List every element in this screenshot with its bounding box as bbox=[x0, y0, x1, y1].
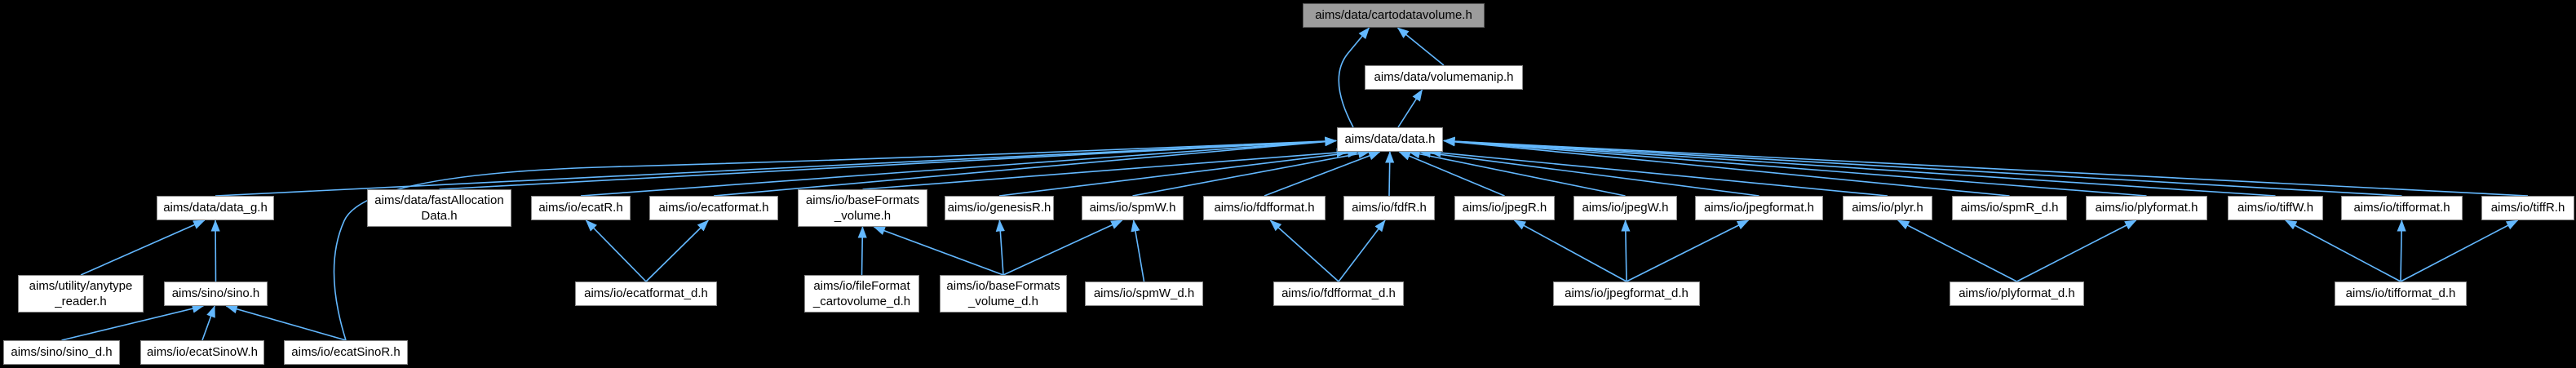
graph-node-jpegformat_d[interactable]: aims/io/jpegformat_d.h bbox=[1553, 282, 1700, 306]
graph-node-tifformat_d[interactable]: aims/io/tifformat_d.h bbox=[2335, 282, 2467, 306]
edge-ecatformat_d-to-ecatR bbox=[585, 219, 647, 282]
graph-node-fileformat_cartovolume_d[interactable]: aims/io/fileFormat _cartovolume_d.h bbox=[804, 275, 919, 313]
graph-node-sino_d[interactable]: aims/sino/sino_d.h bbox=[3, 340, 120, 365]
graph-node-plyformat_d[interactable]: aims/io/plyformat_d.h bbox=[1950, 282, 2084, 306]
graph-node-sino[interactable]: aims/sino/sino.h bbox=[164, 282, 268, 306]
graph-node-jpegW[interactable]: aims/io/jpegW.h bbox=[1573, 196, 1677, 220]
graph-node-fastalloc[interactable]: aims/data/fastAllocation Data.h bbox=[367, 189, 511, 227]
edge-data_h-to-volumemanip bbox=[1397, 89, 1423, 128]
edge-ecatSinoW-to-sino bbox=[201, 305, 215, 341]
edge-fdfformat-to-data_h bbox=[1264, 151, 1381, 197]
edge-tifformat_d-to-tiffR bbox=[2400, 219, 2519, 282]
edge-spmW_d-to-spmW bbox=[1131, 219, 1145, 282]
edge-tiffW-to-data_h bbox=[1443, 136, 2276, 197]
graph-node-genesisR[interactable]: aims/io/genesisR.h bbox=[945, 196, 1054, 220]
edge-baseformats_volume-to-data_h bbox=[862, 148, 1349, 190]
edge-jpegformat_d-to-jpegformat bbox=[1626, 219, 1750, 282]
graph-node-ecatR[interactable]: aims/io/ecatR.h bbox=[531, 196, 631, 220]
edge-jpegW-to-data_h bbox=[1408, 149, 1626, 197]
edge-ecatSinoR-to-sino bbox=[225, 304, 347, 341]
edge-anytype_reader-to-data_g bbox=[80, 219, 206, 276]
edge-ecatformat_d-to-ecatformat bbox=[645, 219, 709, 282]
graph-node-spmW_d[interactable]: aims/io/spmW_d.h bbox=[1085, 282, 1203, 306]
graph-node-anytype_reader[interactable]: aims/utility/anytype _reader.h bbox=[18, 275, 144, 313]
edge-baseformats_volume_d-to-baseformats_volume bbox=[873, 226, 1004, 276]
graph-node-plyformat[interactable]: aims/io/plyformat.h bbox=[2086, 196, 2207, 220]
graph-node-plyr[interactable]: aims/io/plyr.h bbox=[1843, 196, 1932, 220]
graph-node-baseformats_volume[interactable]: aims/io/baseFormats _volume.h bbox=[798, 189, 927, 227]
edge-plyformat_d-to-plyformat bbox=[2016, 219, 2137, 282]
edge-sino_d-to-sino bbox=[61, 304, 205, 341]
edge-genesisR-to-data_h bbox=[998, 149, 1360, 197]
edge-fileformat_cartovolume_d-to-baseformats_volume bbox=[857, 226, 867, 276]
graph-node-baseformats_volume_d[interactable]: aims/io/baseFormats _volume_d.h bbox=[940, 275, 1067, 313]
edge-ecatformat-to-data_h bbox=[713, 137, 1337, 197]
graph-node-volumemanip[interactable]: aims/data/volumemanip.h bbox=[1365, 65, 1523, 90]
graph-node-fdfR[interactable]: aims/io/fdfR.h bbox=[1343, 196, 1435, 220]
edge-plyformat-to-data_h bbox=[1443, 136, 2147, 197]
graph-node-ecatformat[interactable]: aims/io/ecatformat.h bbox=[649, 196, 778, 220]
graph-node-ecatformat_d[interactable]: aims/io/ecatformat_d.h bbox=[575, 282, 717, 306]
edge-spmR_d-to-data_h bbox=[1443, 137, 2010, 197]
edge-jpegformat_d-to-jpegR bbox=[1513, 219, 1627, 282]
edge-plyformat_d-to-plyr bbox=[1897, 219, 2017, 282]
graph-node-ecatSinoR[interactable]: aims/io/ecatSinoR.h bbox=[284, 340, 408, 365]
graph-node-spmW[interactable]: aims/io/spmW.h bbox=[1082, 196, 1184, 220]
edge-data_g-to-data_h bbox=[215, 136, 1337, 197]
edge-baseformats_volume_d-to-genesisR bbox=[995, 219, 1005, 276]
edge-tifformat-to-data_h bbox=[1443, 136, 2402, 197]
edge-jpegformat-to-data_h bbox=[1419, 149, 1759, 197]
edge-plyr-to-data_h bbox=[1429, 148, 1888, 197]
edge-spmW-to-data_h bbox=[1132, 149, 1370, 197]
graph-node-ecatSinoW[interactable]: aims/io/ecatSinoW.h bbox=[140, 340, 264, 365]
graph-node-data_g[interactable]: aims/data/data_g.h bbox=[157, 196, 274, 220]
edge-data_h-to-cartodatavolume bbox=[1338, 27, 1370, 128]
graph-node-fdfformat_d[interactable]: aims/io/fdfformat_d.h bbox=[1273, 282, 1404, 306]
edge-fdfformat_d-to-fdfR bbox=[1338, 219, 1386, 282]
edge-fdfR-to-data_h bbox=[1385, 151, 1395, 197]
edge-jpegR-to-data_h bbox=[1398, 151, 1505, 197]
edge-fastalloc-to-data_h bbox=[439, 136, 1337, 190]
edge-fdfformat_d-to-fdfformat bbox=[1269, 219, 1339, 282]
edge-ecatR-to-data_h bbox=[580, 136, 1337, 197]
edge-jpegformat_d-to-jpegW bbox=[1621, 219, 1631, 282]
edge-tiffR-to-data_h bbox=[1443, 136, 2529, 197]
graph-node-cartodatavolume[interactable]: aims/data/cartodatavolume.h bbox=[1303, 3, 1485, 28]
graph-node-fdfformat[interactable]: aims/io/fdfformat.h bbox=[1203, 196, 1326, 220]
graph-node-data_h[interactable]: aims/data/data.h bbox=[1337, 127, 1443, 152]
graph-node-tifformat[interactable]: aims/io/tifformat.h bbox=[2341, 196, 2463, 220]
graph-node-jpegformat[interactable]: aims/io/jpegformat.h bbox=[1695, 196, 1823, 220]
graph-node-tiffR[interactable]: aims/io/tiffR.h bbox=[2481, 196, 2574, 220]
graph-node-tiffW[interactable]: aims/io/tiffW.h bbox=[2228, 196, 2323, 220]
edge-baseformats_volume_d-to-spmW bbox=[1003, 219, 1123, 276]
edge-ecatSinoR-to-data_h bbox=[333, 136, 1337, 341]
graph-node-jpegR[interactable]: aims/io/jpegR.h bbox=[1454, 196, 1555, 220]
edge-volumemanip-to-cartodatavolume bbox=[1396, 27, 1445, 66]
graph-node-spmR_d[interactable]: aims/io/spmR_d.h bbox=[1952, 196, 2067, 220]
edge-tifformat_d-to-tiffW bbox=[2285, 219, 2401, 282]
